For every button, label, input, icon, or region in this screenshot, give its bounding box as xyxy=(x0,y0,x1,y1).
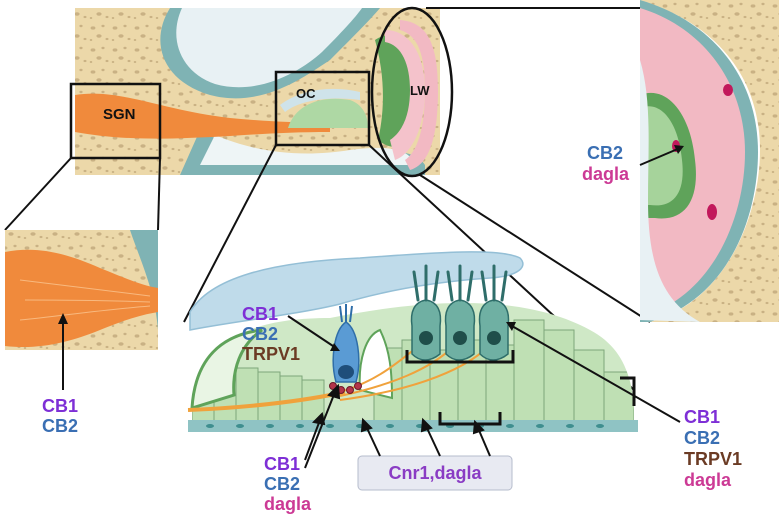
ohc-arrow xyxy=(511,325,681,423)
bottom-marker-cb1: CB1 xyxy=(264,454,300,474)
outer-hair-cells xyxy=(410,299,510,361)
ohc-arrowhead xyxy=(506,322,516,331)
sgn-marker-cb2: CB2 xyxy=(42,416,78,436)
scala-space xyxy=(176,8,362,88)
lw-space xyxy=(640,60,700,322)
ihc-arrow xyxy=(287,315,337,349)
lw-arrow xyxy=(639,147,681,166)
ohc-marker-cb1: CB1 xyxy=(684,407,720,427)
spiral-ligament xyxy=(400,20,438,170)
bottom-marker-dagla: dagla xyxy=(264,494,312,514)
sgn-arrowhead xyxy=(58,313,68,324)
organ-of-corti-mini xyxy=(288,98,368,128)
sgn-box xyxy=(69,82,162,160)
ohc-marker-trpv1: TRPV1 xyxy=(684,449,742,469)
bottom-arrows xyxy=(304,383,341,469)
tectorial-top xyxy=(280,88,360,112)
ohc-marker-cb2: CB2 xyxy=(684,428,720,448)
sgn-label: SGN xyxy=(103,106,136,123)
lw-label: LW xyxy=(410,83,430,98)
ihc-marker-trpv1: TRPV1 xyxy=(242,344,300,364)
cochlea-cross-section xyxy=(75,8,440,175)
lw-ellipse xyxy=(370,6,454,178)
inner-hair-cell xyxy=(332,321,360,383)
bottom-marker-cb2: CB2 xyxy=(264,474,300,494)
oc-label: OC xyxy=(296,86,316,101)
lower-scala-space xyxy=(200,135,415,165)
lateral-wall-pink xyxy=(385,30,425,160)
lw-bone xyxy=(640,0,779,322)
basilar-membrane xyxy=(188,420,638,432)
spiral-ganglion-nerve xyxy=(75,93,330,139)
lw-arrowhead xyxy=(674,145,684,154)
support-arrows xyxy=(360,417,491,457)
ihc-marker-cb2: CB2 xyxy=(242,324,278,344)
support-label-text: Cnr1,dagla xyxy=(388,463,482,483)
stria-green xyxy=(375,35,410,147)
lw-marker-dagla: dagla xyxy=(582,164,630,184)
lateral-wall-zoom xyxy=(640,0,779,322)
tectorial-membrane xyxy=(189,251,524,331)
ihc-marker-cb1: CB1 xyxy=(242,304,278,324)
sgn-marker-cb1: CB1 xyxy=(42,396,78,416)
oc-box xyxy=(274,70,371,147)
lw-marker-cb2: CB2 xyxy=(587,143,623,163)
sgn-zoom xyxy=(5,230,158,350)
ohc-marker-dagla: dagla xyxy=(684,470,732,490)
ihc-arrowhead xyxy=(330,343,340,351)
support-label-box xyxy=(357,455,513,491)
